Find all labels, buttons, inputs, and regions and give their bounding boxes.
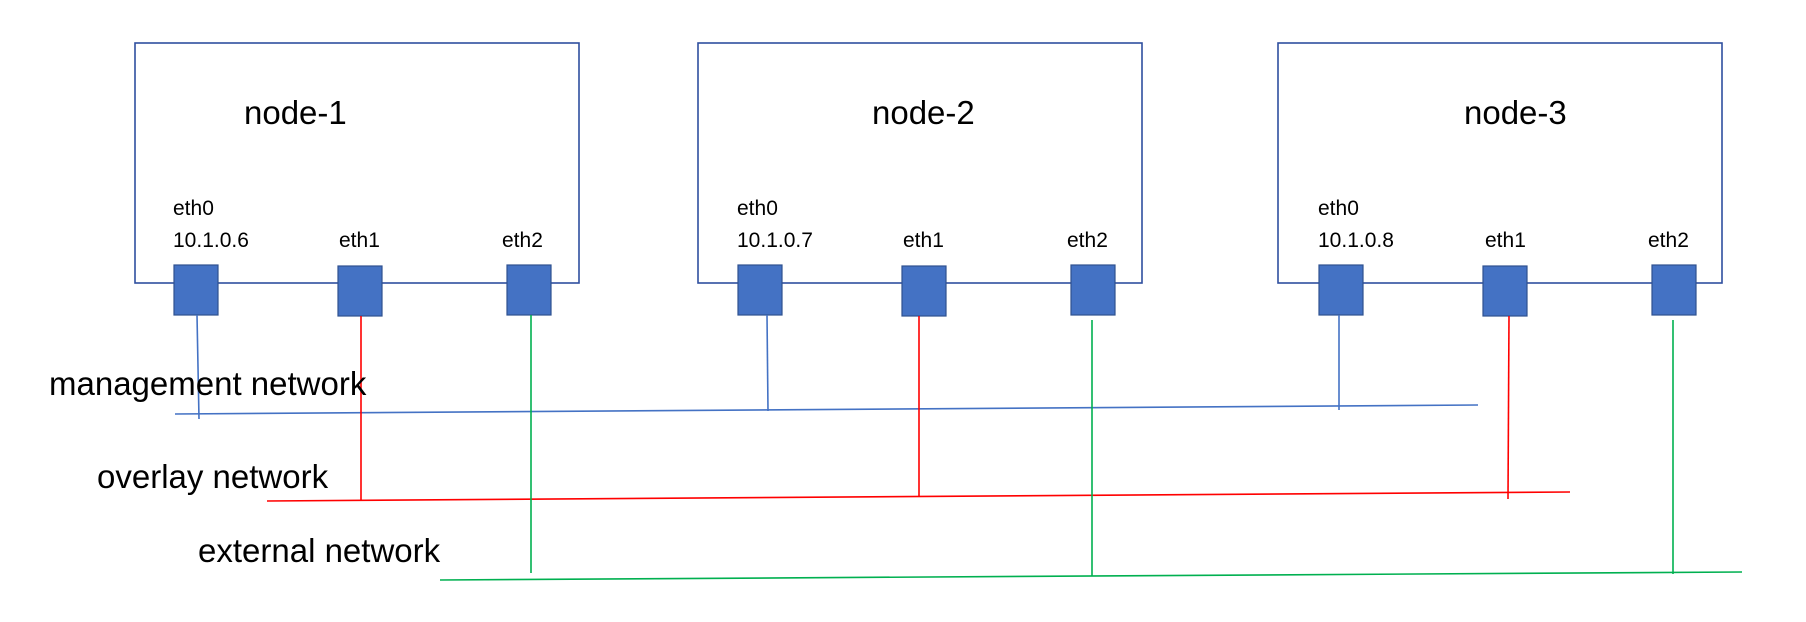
eth2-label: eth2	[1067, 229, 1108, 252]
node-1: node-1 eth0 10.1.0.6 eth1 eth2	[134, 42, 580, 573]
eth1-port	[901, 265, 947, 317]
eth0-label: eth0	[1318, 197, 1359, 220]
management-network-bus	[174, 404, 1479, 415]
eth0-label: eth0	[737, 197, 778, 220]
eth0-label: eth0	[173, 197, 214, 220]
eth0-wire	[196, 314, 200, 420]
eth2-port	[1070, 264, 1116, 316]
eth0-port	[173, 264, 219, 316]
eth0-port	[737, 264, 783, 316]
eth0-wire	[766, 314, 769, 412]
eth1-port	[337, 265, 383, 317]
eth2-port	[1651, 264, 1697, 316]
node-box	[697, 42, 1143, 284]
external-network-label: external network	[198, 532, 441, 569]
management-network-label: management network	[49, 365, 367, 402]
eth1-label: eth1	[903, 229, 944, 252]
eth2-label: eth2	[502, 229, 543, 252]
node-title: node-3	[1464, 94, 1567, 131]
node-3: node-3 eth0 10.1.0.8 eth1 eth2	[1277, 42, 1723, 574]
overlay-network-label: overlay network	[97, 458, 329, 495]
node-title: node-1	[244, 94, 347, 131]
node-box	[1277, 42, 1723, 284]
eth2-label: eth2	[1648, 229, 1689, 252]
eth2-port	[506, 264, 552, 316]
eth1-label: eth1	[339, 229, 380, 252]
eth0-ip: 10.1.0.8	[1318, 229, 1394, 252]
external-network-bus	[439, 571, 1743, 581]
eth1-label: eth1	[1485, 229, 1526, 252]
eth0-ip: 10.1.0.6	[173, 229, 249, 252]
eth0-port	[1318, 264, 1364, 316]
node-title: node-2	[872, 94, 975, 131]
eth1-wire	[1507, 315, 1510, 500]
eth1-port	[1482, 265, 1528, 317]
node-2: node-2 eth0 10.1.0.7 eth1 eth2	[697, 42, 1143, 576]
eth0-ip: 10.1.0.7	[737, 229, 813, 252]
